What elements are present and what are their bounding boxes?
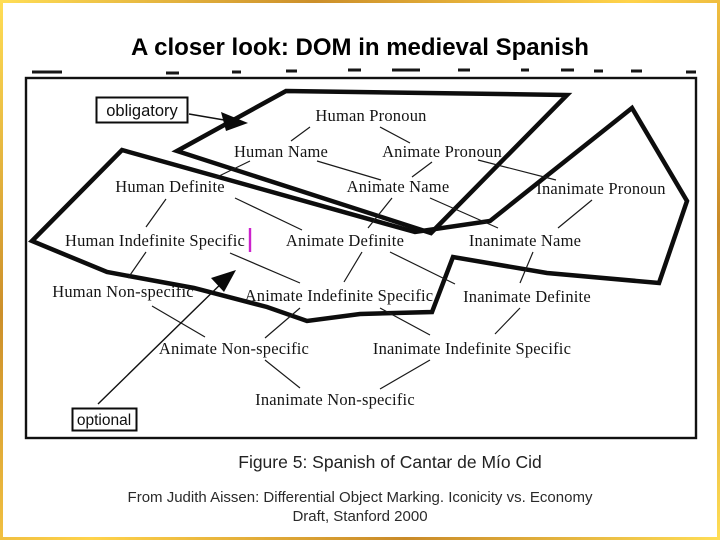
figure-caption: Figure 5: Spanish of Cantar de Mío Cid (238, 452, 542, 472)
node-inanimate-non-specific: Inanimate Non-specific (255, 390, 415, 409)
obligatory-arrowhead-icon (221, 112, 248, 131)
attribution: From Judith Aissen: Differential Object … (3, 488, 717, 526)
node-animate-indefinite-specific: Animate Indefinite Specific (245, 286, 434, 305)
attribution-line-2: Draft, Stanford 2000 (292, 508, 428, 525)
node-human-definite: Human Definite (115, 177, 225, 196)
figure-frame (24, 76, 698, 440)
node-animate-name: Animate Name (347, 177, 450, 196)
node-inanimate-name: Inanimate Name (469, 231, 581, 250)
node-human-non-specific: Human Non-specific (52, 282, 194, 301)
node-animate-pronoun: Animate Pronoun (382, 142, 502, 161)
obligatory-label: obligatory (106, 102, 178, 120)
dom-lattice-figure: obligatory optional Human Pronoun Human … (24, 68, 698, 440)
optional-pointer-line (97, 275, 230, 405)
node-animate-definite: Animate Definite (286, 231, 404, 250)
node-animate-non-specific: Animate Non-specific (159, 339, 309, 358)
optional-label-box (71, 407, 138, 432)
lattice-connectors (127, 126, 593, 390)
optional-arrowhead-icon (211, 270, 236, 292)
node-inanimate-indefinite-specific: Inanimate Indefinite Specific (373, 339, 571, 358)
scan-artifact-dashes (32, 68, 696, 75)
node-human-indefinite-specific: Human Indefinite Specific (65, 231, 245, 250)
attribution-line-1: From Judith Aissen: Differential Object … (127, 489, 593, 506)
optional-label: optional (77, 412, 131, 429)
node-human-pronoun: Human Pronoun (315, 106, 426, 125)
slide-title: A closer look: DOM in medieval Spanish (131, 34, 589, 61)
node-inanimate-definite: Inanimate Definite (463, 287, 591, 306)
node-human-name: Human Name (234, 142, 328, 161)
obligatory-region-outline (171, 88, 573, 236)
obligatory-label-box (95, 96, 189, 124)
optional-region-outline (28, 104, 690, 324)
node-inanimate-pronoun: Inanimate Pronoun (536, 179, 665, 198)
